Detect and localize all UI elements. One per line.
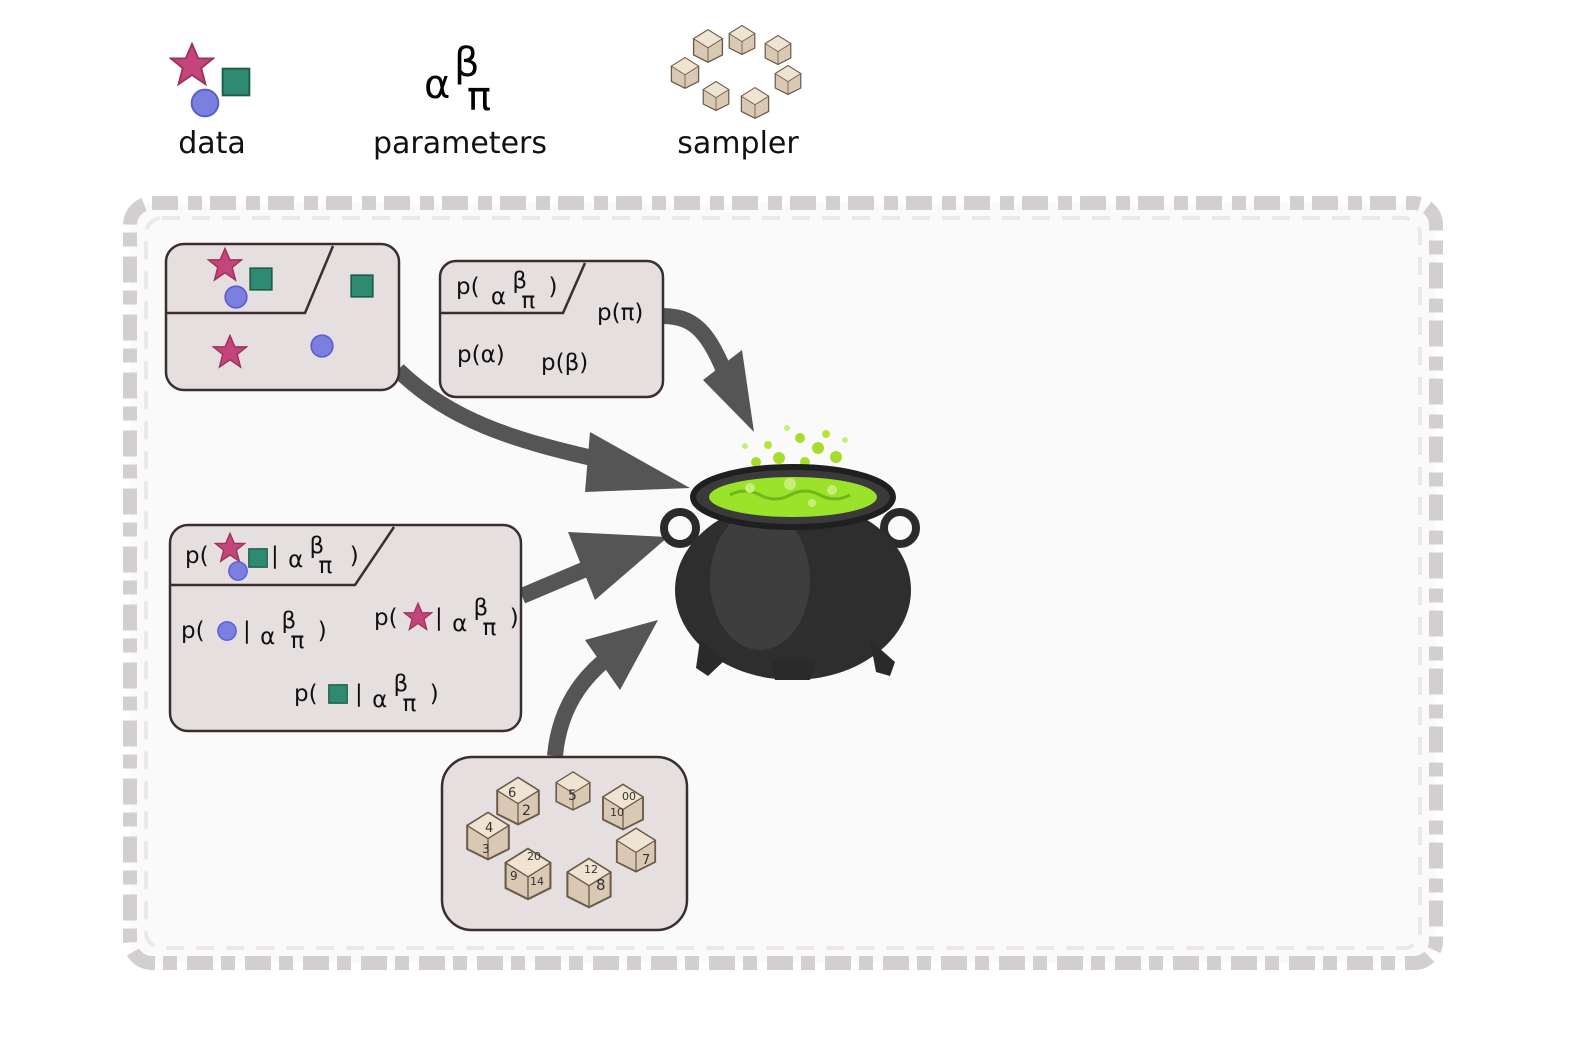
arrow-data-to-cauldron (392, 364, 612, 470)
svg-text:10: 10 (610, 806, 624, 819)
legend-sampler-icon (670, 25, 802, 119)
svg-text:14: 14 (530, 875, 544, 888)
svg-text:20: 20 (527, 850, 541, 863)
prior-pi: p(π) (597, 300, 643, 326)
svg-text:5: 5 (568, 788, 577, 804)
likelihood-circle: p( | α β π ) (181, 608, 327, 654)
legend-data-label: data (178, 126, 246, 161)
likelihood-square: p( | α β π ) (294, 671, 439, 717)
svg-text:4: 4 (485, 821, 493, 836)
likelihood-header: p( | α β π ) (185, 532, 359, 581)
svg-text:p(: p( (294, 681, 318, 707)
prior-header: p( α β π ) (456, 268, 558, 314)
data-circle-2 (310, 334, 334, 358)
svg-text:12: 12 (584, 863, 598, 876)
prior-beta: p(β) (541, 350, 588, 376)
svg-text:6: 6 (508, 786, 516, 801)
cauldron-icon (660, 425, 920, 680)
data-circle-1 (224, 285, 248, 309)
legend-data-icon (169, 42, 251, 118)
svg-text:| α β: | α β π ) (243, 608, 327, 654)
legend-parameters-icon: α β π (424, 40, 491, 120)
svg-text:00: 00 (622, 790, 636, 803)
svg-text:8: 8 (596, 876, 606, 894)
data-box (164, 242, 401, 392)
arrows (392, 308, 754, 757)
legend-sampler-label: sampler (677, 126, 799, 161)
dice-icon: 6 2 5 4 3 20 9 14 12 8 10 7 00 (466, 771, 657, 909)
likelihood-box: p( | α β π ) p( | α β π ) p( (168, 523, 523, 733)
svg-text:| α β: | α β π ) (271, 533, 359, 579)
svg-text:7: 7 (642, 853, 650, 868)
legend-beta: β (454, 40, 480, 86)
legend-parameters-label: parameters (372, 126, 547, 161)
svg-text:p(: p( (374, 605, 398, 631)
svg-text:3: 3 (482, 842, 490, 856)
svg-text:p(: p( (185, 543, 209, 569)
data-square-1 (249, 267, 273, 291)
workspace-frame-inner (144, 216, 1422, 950)
legend-alpha: α (424, 62, 450, 108)
svg-text:p(: p( (181, 618, 205, 644)
legend-pi: π (467, 74, 491, 120)
svg-text:| α β: | α β π ) (355, 671, 439, 717)
prior-alpha: p(α) (457, 342, 505, 368)
svg-text:9: 9 (510, 869, 518, 883)
svg-text:2: 2 (522, 803, 531, 819)
likelihood-star: p( | α β π ) (374, 595, 519, 641)
data-square-2 (350, 274, 374, 298)
svg-text:| α β: | α β π ) (435, 595, 519, 641)
sampler-box: 6 2 5 4 3 20 9 14 12 8 10 7 00 (440, 755, 689, 932)
prior-box: p( α β π ) p(π) p(α) p(β) (438, 259, 665, 399)
